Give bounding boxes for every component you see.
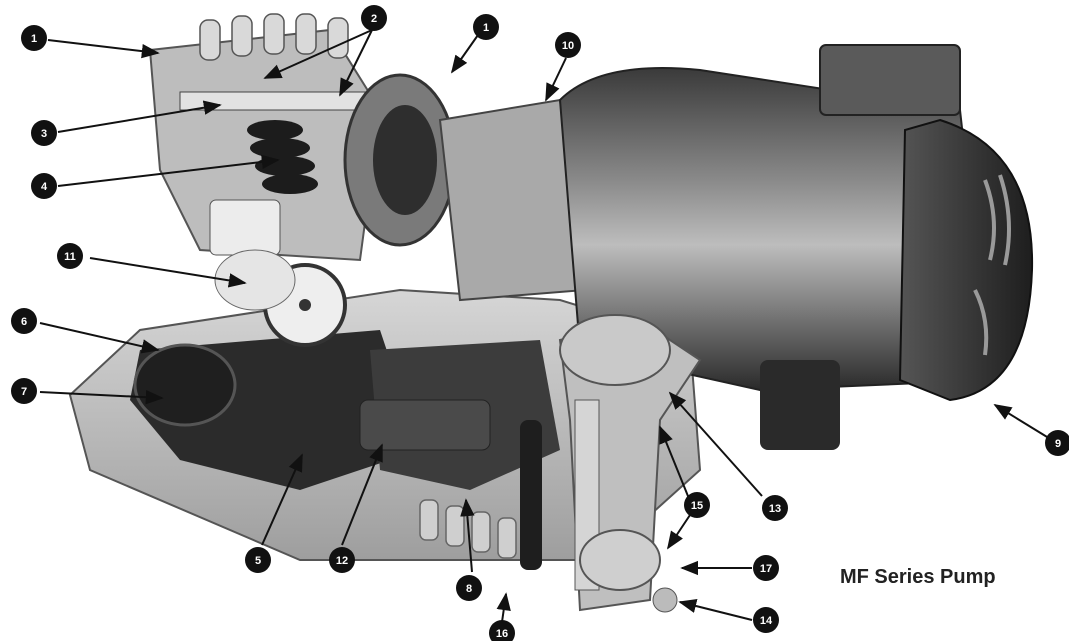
- callout-17-label: 17: [760, 563, 772, 575]
- callout-12: 12: [329, 547, 355, 573]
- arrow-2-lower: [339, 29, 373, 97]
- arrow-11: [89, 257, 247, 288]
- callout-5-label: 5: [255, 555, 261, 567]
- spring-coils: [247, 120, 318, 194]
- callout-1a: 1: [21, 25, 47, 51]
- callout-1b-label: 1: [483, 22, 489, 34]
- arrow-15-upper: [659, 425, 693, 507]
- arrow-2-upper: [263, 29, 373, 79]
- flywheel: [133, 343, 237, 427]
- pump-illustration: [68, 13, 1034, 613]
- arrow-16: [496, 592, 511, 623]
- diaphragm-ring: [520, 420, 542, 570]
- arrow-15-lower: [667, 511, 693, 550]
- callout-11-label: 11: [64, 251, 76, 263]
- callout-2-label: 2: [371, 13, 377, 25]
- callout-15-label: 15: [691, 500, 703, 512]
- arrow-5: [261, 453, 303, 546]
- lower-cooling-fins: [419, 499, 517, 559]
- callout-10-label: 10: [562, 40, 574, 52]
- callout-7: 7: [11, 378, 37, 404]
- reservoir-cap: [214, 249, 296, 311]
- callout-markers: 1 1 2 3 4 5 6 7 8 9 10 11 12 13 14 15 16…: [11, 5, 1069, 641]
- callout-6-label: 6: [21, 316, 27, 328]
- arrow-8: [460, 498, 475, 573]
- callout-3: 3: [31, 120, 57, 146]
- callout-1b: 1: [473, 14, 499, 40]
- outlet-fitting: [652, 587, 678, 613]
- arrow-3: [57, 100, 222, 133]
- callout-15: 15: [684, 492, 710, 518]
- callout-4: 4: [31, 173, 57, 199]
- diagram-caption: MF Series Pump: [840, 566, 996, 588]
- callout-6: 6: [11, 308, 37, 334]
- callout-arrows: [39, 29, 1053, 623]
- callout-9-label: 9: [1055, 438, 1061, 450]
- arrow-7: [39, 390, 164, 405]
- callout-9: 9: [1045, 430, 1069, 456]
- callout-4-label: 4: [41, 181, 48, 193]
- callout-12-label: 12: [336, 555, 348, 567]
- callout-7-label: 7: [21, 386, 27, 398]
- callout-8-label: 8: [466, 583, 472, 595]
- check-valve: [579, 529, 661, 591]
- callout-13-label: 13: [769, 503, 781, 515]
- motor-end-cap: [898, 118, 1034, 402]
- arrow-13: [668, 391, 763, 497]
- upper-cooling-fins: [199, 13, 349, 61]
- arrow-1a: [47, 39, 160, 59]
- arrow-6: [39, 322, 160, 354]
- callout-8: 8: [456, 575, 482, 601]
- arrow-1b: [450, 34, 479, 74]
- float-housing: [209, 199, 281, 256]
- callout-16-label: 16: [496, 628, 508, 640]
- callout-16: 16: [489, 620, 515, 641]
- arrow-14: [678, 598, 753, 621]
- callout-2: 2: [361, 5, 387, 31]
- valve-head: [559, 314, 671, 386]
- callout-14: 14: [753, 607, 779, 633]
- callout-11: 11: [57, 243, 83, 269]
- plunger-assembly: [359, 399, 491, 451]
- arrow-9: [993, 404, 1053, 441]
- callout-1a-label: 1: [31, 33, 37, 45]
- vent-slots: [973, 174, 1011, 356]
- callout-14-label: 14: [760, 615, 773, 627]
- arrow-10: [545, 57, 567, 102]
- callout-10: 10: [555, 32, 581, 58]
- callout-13: 13: [762, 495, 788, 521]
- arrow-4: [57, 154, 280, 187]
- motor-terminal-box: [819, 44, 961, 116]
- callout-5: 5: [245, 547, 271, 573]
- callout-3-label: 3: [41, 128, 47, 140]
- arrow-12: [341, 443, 383, 546]
- callout-17: 17: [753, 555, 779, 581]
- motor-mount-foot: [760, 360, 840, 450]
